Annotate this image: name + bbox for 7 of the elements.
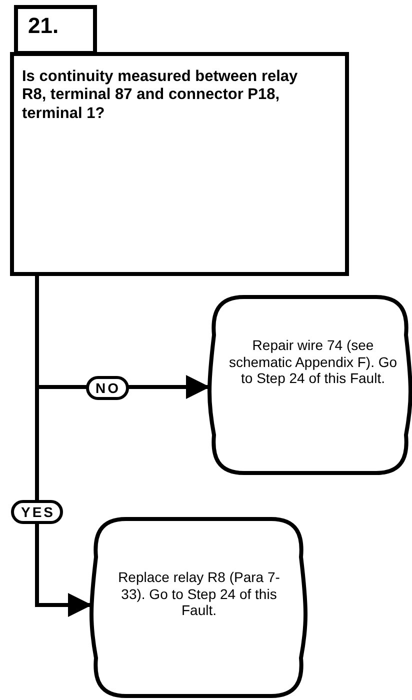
instruction-text: Repair wire 74 (see schematic Appendix F). Go to Step 24 of this Fault. — [228, 337, 398, 387]
instruction-text: Replace relay R8 (Para 7-33). Go to Step 24 of this Fault. — [117, 569, 281, 619]
step-number: 21. — [28, 13, 60, 39]
question-text: Is continuity measured between relay R8, terminal 87 and connector P18, terminal 1? — [22, 68, 299, 123]
edge-label: YES — [10, 500, 63, 524]
arrow — [35, 276, 92, 617]
edge-label: NO — [86, 376, 128, 400]
